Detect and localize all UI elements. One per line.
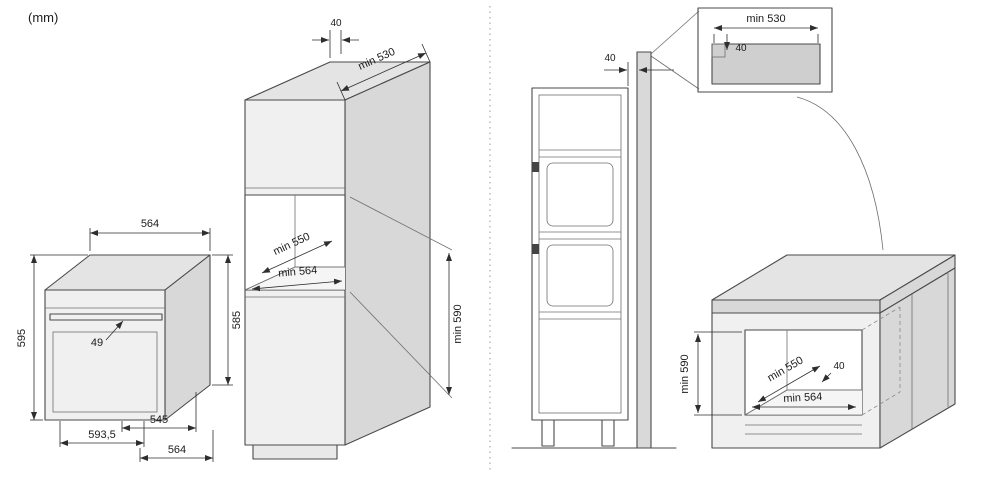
dim-oven-width-top: 564 <box>141 218 159 230</box>
side-section-view: 40 <box>511 10 700 449</box>
base-cabinet-view: min 590 min 550 40 min 564 <box>679 254 956 449</box>
tall-cabinet-side-face <box>344 61 431 446</box>
unit-label: (mm) <box>28 10 58 25</box>
callout-line-top <box>650 10 700 55</box>
inset-top-panel <box>711 43 821 85</box>
dim-oven-height-right: 585 <box>231 311 243 329</box>
callout-line-bottom <box>650 55 700 90</box>
side-oven-cavity-upper <box>546 162 614 227</box>
side-cabinet-inner <box>538 94 622 414</box>
oven-handle <box>49 313 163 321</box>
oven-front-face <box>44 289 166 421</box>
tall-cabinet-plinth <box>252 444 338 460</box>
dim-base-niche-height: min 590 <box>679 354 691 393</box>
dim-base-niche-width: min 564 <box>783 391 823 405</box>
side-leg-left <box>541 419 555 447</box>
dim-inset-rear-gap: 40 <box>735 43 747 54</box>
side-handle-upper <box>532 162 539 172</box>
side-oven-cavity-lower <box>546 244 614 307</box>
dim-tall-rear-gap-top: 40 <box>330 18 342 29</box>
side-wall-panel <box>636 51 652 449</box>
base-side-face <box>879 267 956 449</box>
dim-tall-niche-width: min 564 <box>278 264 318 279</box>
wall-curve <box>796 96 884 251</box>
dim-oven-height-left: 595 <box>16 329 28 347</box>
dim-oven-depth: 545 <box>150 414 168 426</box>
side-leg-right <box>601 419 615 447</box>
inset-vent-notch <box>711 43 726 58</box>
base-counter-edge-front <box>711 299 881 314</box>
side-cabinet-body <box>531 87 629 421</box>
dim-oven-depth-total: 593,5 <box>88 429 116 441</box>
top-clearance-inset: min 530 40 <box>697 7 833 93</box>
dim-tall-niche-height: min 590 <box>452 304 464 343</box>
dim-oven-handle-depth: 49 <box>91 337 103 349</box>
dim-base-rear-gap: 40 <box>833 361 845 372</box>
dim-oven-width-bottom: 564 <box>168 444 186 456</box>
tall-cabinet-view: 40 min 530 min 550 min 564 min 590 <box>244 18 464 460</box>
dim-inset-depth: min 530 <box>746 13 785 25</box>
inset-box <box>697 7 833 93</box>
dim-side-rear-gap: 40 <box>604 53 616 64</box>
oven-front-view: 564 595 49 585 545 593,5 564 <box>16 218 243 462</box>
side-handle-lower <box>532 244 539 254</box>
oven-door-glass <box>52 331 158 413</box>
